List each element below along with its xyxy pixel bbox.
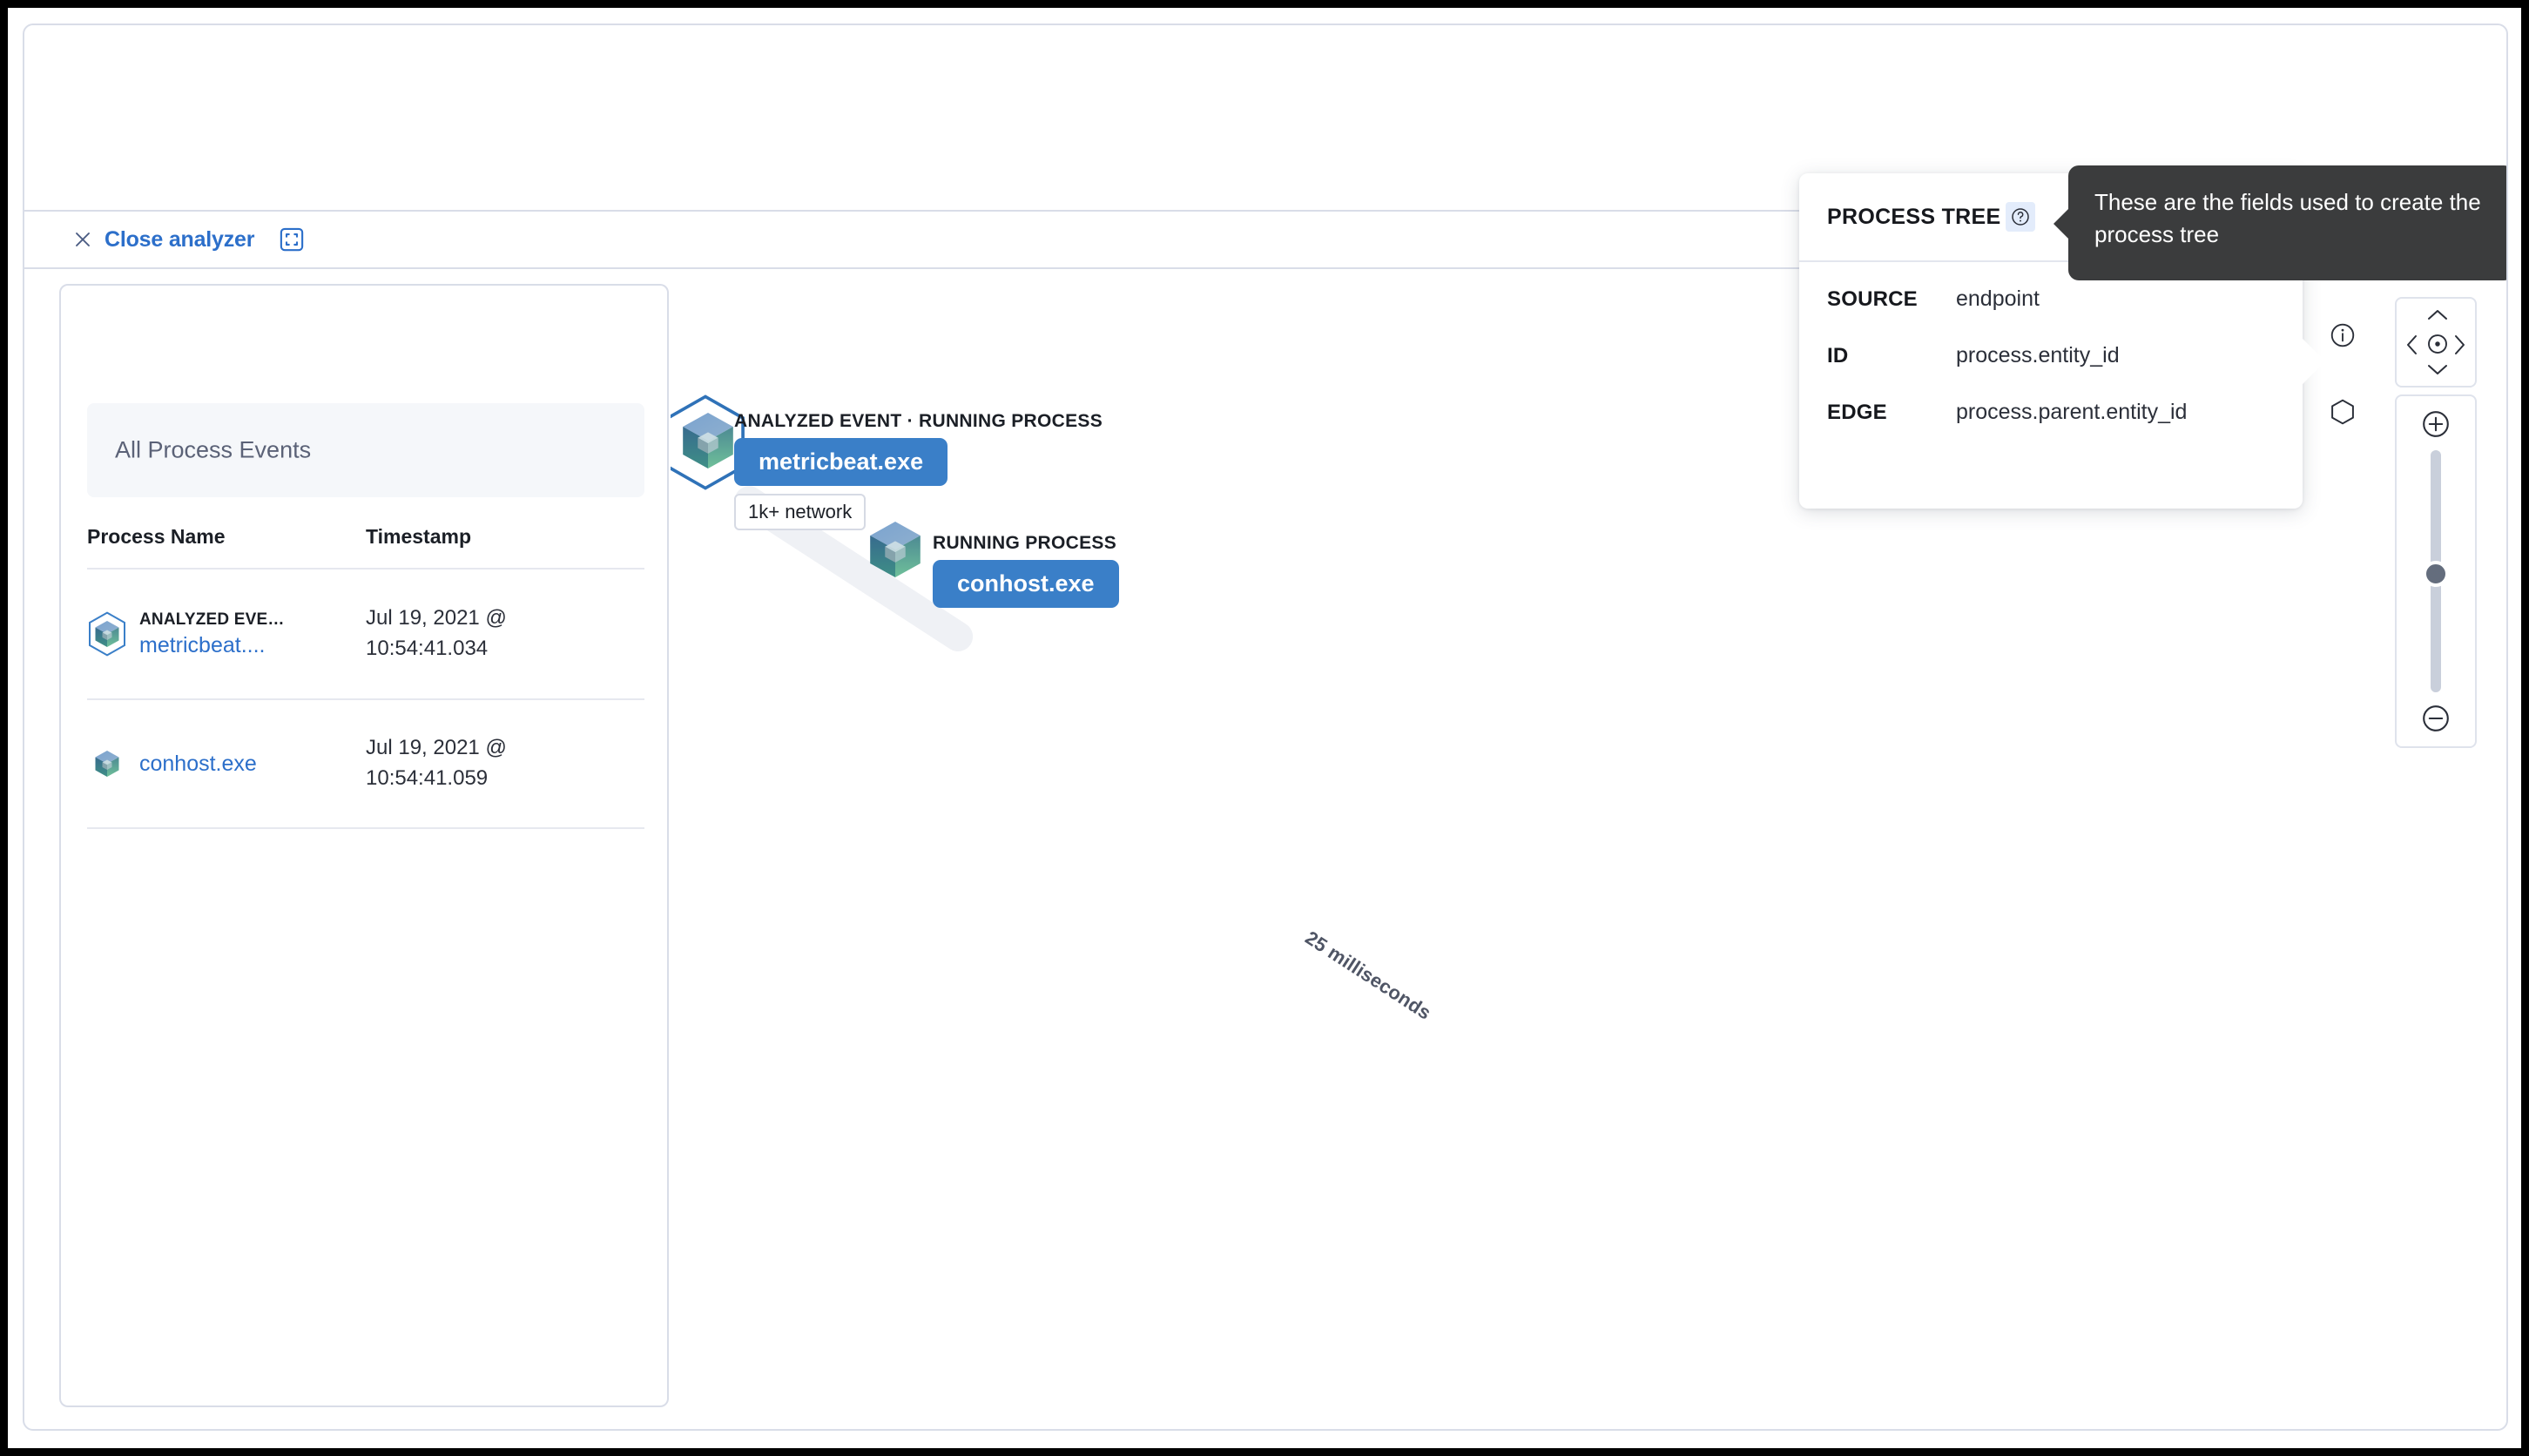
toolbar-top-divider bbox=[24, 210, 2506, 212]
cell-process-name: ANALYZED EVE… metricbeat.... bbox=[87, 610, 366, 658]
cell-process-name: conhost.exe bbox=[87, 741, 366, 786]
process-tree-graph[interactable]: ANALYZED EVENT · RUNNING PROCESS metricb… bbox=[671, 269, 2506, 1429]
close-x-icon[interactable] bbox=[68, 225, 98, 254]
fullscreen-icon[interactable] bbox=[277, 225, 307, 254]
popover-title: PROCESS TREE bbox=[1827, 204, 2001, 229]
popover-value: endpoint bbox=[1956, 286, 2040, 311]
close-analyzer-button[interactable]: Close analyzer bbox=[105, 226, 255, 252]
zoom-in-plus-icon[interactable] bbox=[2418, 407, 2453, 442]
zoom-slider-thumb[interactable] bbox=[2423, 560, 2449, 587]
timestamp-date: Jul 19, 2021 @ bbox=[366, 606, 507, 630]
popover-row: EDGE process.parent.entity_id bbox=[1827, 400, 2275, 425]
node-name-pill[interactable]: metricbeat.exe bbox=[734, 438, 948, 486]
cell-timestamp: Jul 19, 2021 @ 10:54:41.034 bbox=[366, 603, 644, 664]
chevron-up-icon[interactable] bbox=[2424, 304, 2451, 327]
graph-side-icons bbox=[2328, 321, 2357, 431]
popover-row: ID process.entity_id bbox=[1827, 343, 2275, 368]
node-kind-label: ANALYZED EVENT · RUNNING PROCESS bbox=[734, 411, 1103, 431]
cell-timestamp: Jul 19, 2021 @ 10:54:41.059 bbox=[366, 733, 644, 794]
graph-node-labels: ANALYZED EVENT · RUNNING PROCESS metricb… bbox=[734, 411, 1103, 530]
page-background: Close analyzer All Process Events Proces… bbox=[8, 8, 2521, 1448]
event-table-header: Process Name Timestamp bbox=[87, 525, 644, 568]
column-header-process-name: Process Name bbox=[87, 525, 226, 548]
node-network-badge[interactable]: 1k+ network bbox=[734, 494, 867, 530]
zoom-slider-track[interactable] bbox=[2423, 450, 2449, 692]
chevron-left-icon[interactable] bbox=[2401, 332, 2424, 358]
column-header-timestamp: Timestamp bbox=[366, 525, 472, 548]
zoom-out-minus-icon[interactable] bbox=[2418, 701, 2453, 736]
popover-key: ID bbox=[1827, 344, 1849, 367]
hexagon-icon[interactable] bbox=[2328, 397, 2357, 431]
process-cube-icon bbox=[87, 741, 127, 786]
popover-body: SOURCE endpoint ID process.entity_id EDG… bbox=[1799, 262, 2303, 425]
toolbar-bottom-divider bbox=[24, 267, 2506, 269]
table-row[interactable]: conhost.exe Jul 19, 2021 @ 10:54:41.059 bbox=[87, 698, 644, 829]
process-name-link[interactable]: conhost.exe bbox=[139, 751, 257, 776]
popover-value: process.parent.entity_id bbox=[1956, 400, 2188, 424]
zoom-control[interactable] bbox=[2395, 394, 2477, 748]
popover-key: EDGE bbox=[1827, 401, 1887, 424]
analyzer-toolbar: Close analyzer bbox=[68, 212, 307, 267]
popover-arrow bbox=[2303, 339, 2325, 384]
pan-control[interactable] bbox=[2395, 297, 2477, 388]
timestamp-date: Jul 19, 2021 @ bbox=[366, 736, 507, 760]
analyzer-panel: Close analyzer All Process Events Proces… bbox=[23, 24, 2508, 1431]
process-cube-hex-icon bbox=[87, 611, 127, 657]
analyzed-event-tag: ANALYZED EVE… bbox=[139, 610, 285, 629]
timestamp-time: 10:54:41.059 bbox=[366, 766, 489, 790]
info-circle-icon[interactable] bbox=[2329, 321, 2357, 354]
chevron-right-icon[interactable] bbox=[2448, 332, 2471, 358]
popover-header: PROCESS TREE bbox=[1799, 173, 2303, 262]
process-cube-hex-icon bbox=[671, 394, 749, 495]
event-table: Process Name Timestamp bbox=[87, 525, 644, 829]
event-filter-value: All Process Events bbox=[115, 436, 312, 463]
process-name-link[interactable]: metricbeat.... bbox=[139, 632, 266, 657]
popover-key: SOURCE bbox=[1827, 287, 1918, 311]
tooltip-text: These are the fields used to create the … bbox=[2094, 189, 2481, 247]
event-filter-select[interactable]: All Process Events bbox=[87, 403, 644, 497]
process-name-stack: conhost.exe bbox=[139, 752, 257, 777]
tooltip-arrow bbox=[2054, 209, 2068, 239]
table-row[interactable]: ANALYZED EVE… metricbeat.... Jul 19, 202… bbox=[87, 568, 644, 698]
graph-node-labels: RUNNING PROCESS conhost.exe bbox=[933, 533, 1119, 608]
chevron-down-icon[interactable] bbox=[2424, 358, 2451, 381]
node-kind-label: RUNNING PROCESS bbox=[933, 533, 1117, 553]
process-name-stack: ANALYZED EVE… metricbeat.... bbox=[139, 610, 285, 658]
question-circle-icon[interactable] bbox=[2006, 202, 2036, 232]
popover-value: process.entity_id bbox=[1956, 343, 2120, 367]
timestamp-time: 10:54:41.034 bbox=[366, 637, 489, 660]
node-name-pill[interactable]: conhost.exe bbox=[933, 560, 1119, 608]
event-list-card: All Process Events Process Name Timestam… bbox=[59, 284, 669, 1407]
popover-row: SOURCE endpoint bbox=[1827, 286, 2275, 312]
process-cube-icon bbox=[867, 519, 923, 584]
help-tooltip: These are the fields used to create the … bbox=[2054, 165, 2506, 280]
center-target-icon[interactable] bbox=[2424, 329, 2451, 359]
